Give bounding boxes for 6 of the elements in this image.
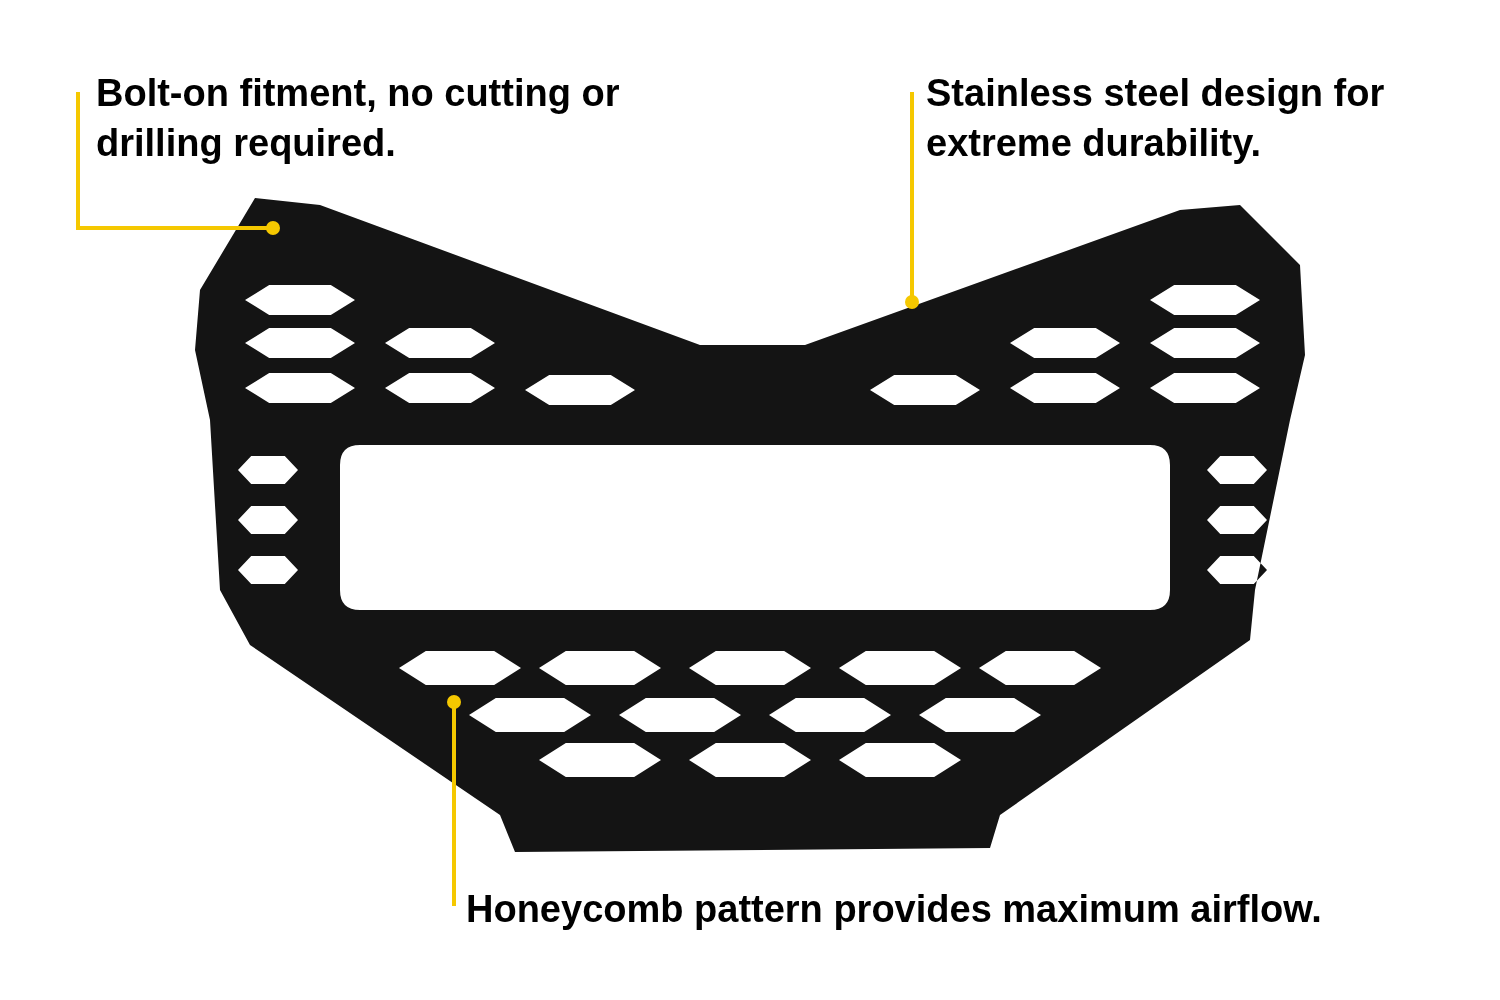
callout-text: Honeycomb pattern provides maximum airflow. [454,884,1474,934]
callout-text: Stainless steel design for extreme durability. [912,68,1472,168]
leader-line [76,92,280,235]
callout-text: Bolt-on fitment, no cutting or drilling required. [78,68,718,168]
leader-line [905,92,919,309]
leader-line [447,695,461,906]
